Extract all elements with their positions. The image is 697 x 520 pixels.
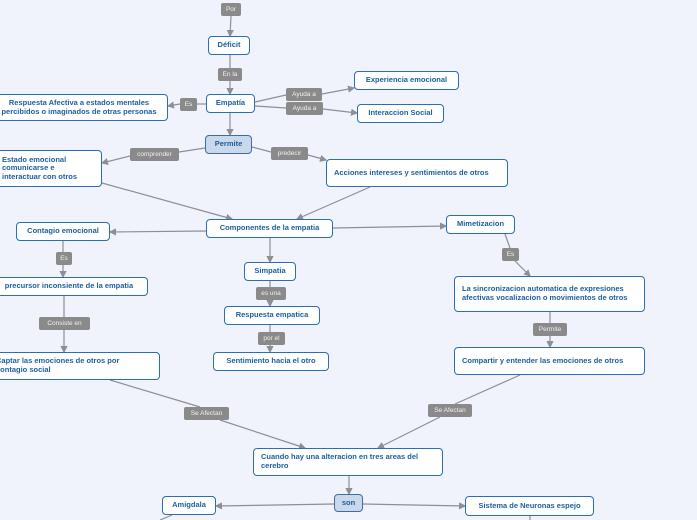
connector-line <box>254 105 287 109</box>
label-ayuda-a[interactable]: Ayuda a <box>286 88 322 101</box>
node-neuronas-espejo[interactable]: Sistema de Neuronas espejo <box>465 496 594 516</box>
connector-line <box>178 147 206 153</box>
label-se-afectan[interactable]: Se Afectan <box>428 404 472 417</box>
connector-line <box>454 374 521 405</box>
node-sentimiento[interactable]: Sentimiento hacia el otro <box>213 352 329 371</box>
node-experiencia-emocional[interactable]: Experiencia emocional <box>354 71 459 90</box>
connector-line <box>504 233 511 249</box>
label-se-afectan[interactable]: Se Afectan <box>184 407 229 420</box>
connector-line <box>109 379 201 408</box>
node-permite[interactable]: Permite <box>205 135 252 154</box>
connector-line <box>307 154 328 162</box>
node-interaccion-social[interactable]: Interaccion Social <box>357 104 444 123</box>
connector-line <box>219 419 307 450</box>
connector-line <box>254 94 287 103</box>
connector-line <box>159 514 173 520</box>
label-es[interactable]: Es <box>502 248 519 261</box>
node-captar-emociones[interactable]: Captar las emociones de otros por contag… <box>0 352 160 380</box>
node-respuesta-afectiva[interactable]: Respuesta Afectiva a estados mentales pe… <box>0 94 168 121</box>
connector-line <box>166 101 181 109</box>
node-compartir[interactable]: Compartir y entender las emociones de ot… <box>454 347 645 375</box>
label-es[interactable]: Es <box>180 98 197 111</box>
label-comprender[interactable]: comprender <box>130 148 179 161</box>
connector-line <box>251 146 272 153</box>
node-sincronizacion[interactable]: La sincronizacion automatica de expresio… <box>454 276 645 312</box>
node-contagio[interactable]: Contagio emocional <box>16 222 110 241</box>
node-acciones-intereses[interactable]: Acciones intereses y sentimientos de otr… <box>326 159 508 187</box>
connector-line <box>332 222 448 230</box>
connector-line <box>321 85 356 95</box>
node-deficit[interactable]: Déficit <box>208 36 250 55</box>
node-estado-emocional[interactable]: Estado emocional comunicarse e interactu… <box>0 150 102 187</box>
label-es-una[interactable]: es una <box>256 287 286 300</box>
connector-line <box>101 182 234 221</box>
node-respuesta-empatica[interactable]: Respuesta empatica <box>224 306 320 325</box>
connector-line <box>108 228 207 236</box>
node-mimetizacion[interactable]: Mimetizacion <box>446 215 515 234</box>
node-simpatia[interactable]: Simpatia <box>244 262 296 281</box>
node-componentes[interactable]: Componentes de la empatia <box>206 219 333 238</box>
connector-line <box>214 502 335 510</box>
node-empatia[interactable]: Empatía <box>206 94 255 113</box>
connector-line <box>322 108 359 116</box>
connector-line <box>362 502 467 510</box>
label-ayuda-a[interactable]: Ayuda a <box>286 102 323 115</box>
label-por[interactable]: Por <box>221 3 241 16</box>
label-predecir[interactable]: predecir <box>271 147 308 160</box>
connector-line <box>376 416 441 449</box>
node-amigdala[interactable]: Amigdala <box>162 496 216 515</box>
node-cuando[interactable]: Cuando hay una alteracion en tres areas … <box>253 448 443 476</box>
connector-line <box>100 155 131 166</box>
label-en-la[interactable]: En la <box>218 68 242 81</box>
label-consiste-en[interactable]: Consiste en <box>39 317 90 330</box>
label-por-el[interactable]: por el <box>258 332 285 345</box>
connector-line <box>295 186 371 220</box>
node-son[interactable]: son <box>334 494 363 512</box>
connector-line <box>514 260 531 277</box>
connector-line <box>226 15 234 38</box>
label-es[interactable]: Es <box>56 252 72 265</box>
node-precursor[interactable]: precursor inconsiente de la empatia <box>0 277 148 296</box>
label-permite[interactable]: Permite <box>533 323 567 336</box>
